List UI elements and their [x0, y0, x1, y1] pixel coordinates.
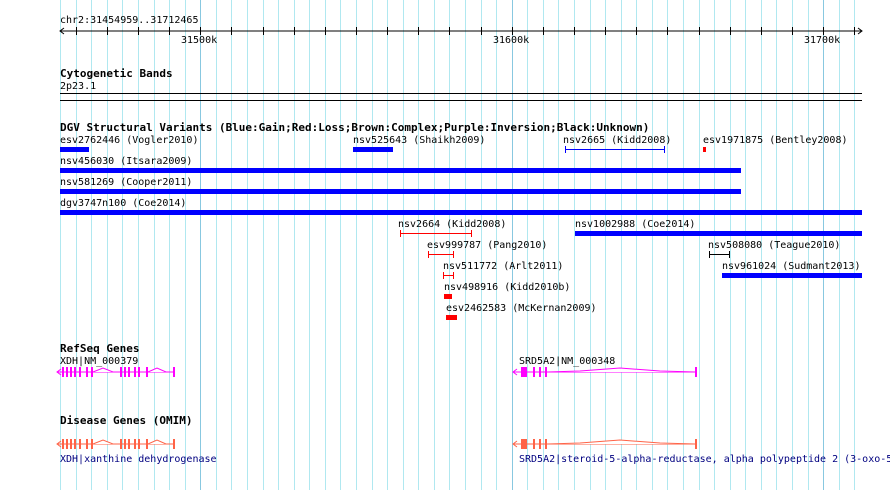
exon [533, 439, 535, 449]
intron-line [547, 367, 696, 373]
intron-line [92, 367, 120, 373]
ruler-axis[interactable] [0, 0, 890, 60]
exon [91, 367, 93, 377]
variant-label: nsv961024 (Sudmant2013) [722, 261, 861, 272]
cytoband-track-title[interactable]: Cytogenetic Bands [60, 67, 173, 80]
gene-label: SRD5A2|NM_000348 [519, 356, 616, 367]
exon [521, 439, 527, 449]
variant-label: esv1971875 (Bentley2008) [703, 135, 848, 146]
variant-gain[interactable] [575, 231, 862, 236]
strand-arrow [512, 440, 518, 448]
exon [134, 367, 136, 377]
variant-label: nsv498916 (Kidd2010b) [444, 282, 571, 293]
variant-gain[interactable] [722, 273, 862, 278]
exon [124, 439, 126, 449]
variant-loss[interactable] [428, 251, 454, 258]
variant-gain[interactable] [60, 168, 741, 173]
exon [62, 439, 64, 449]
exon [146, 367, 148, 377]
exon [521, 367, 527, 377]
variant-label: nsv2664 (Kidd2008) [398, 219, 507, 230]
exon [74, 367, 76, 377]
omim-track-title[interactable]: Disease Genes (OMIM) [60, 414, 193, 427]
exon [70, 439, 72, 449]
exon [124, 367, 126, 377]
refseq-track-title[interactable]: RefSeq Genes [60, 342, 140, 355]
variant-label: nsv2665 (Kidd2008) [563, 135, 672, 146]
cytoband-label: 2p23.1 [60, 81, 97, 92]
dgv-track-title[interactable]: DGV Structural Variants (Blue:Gain;Red:L… [60, 121, 650, 134]
exon [66, 439, 68, 449]
variant-label: nsv456030 (Itsara2009) [60, 156, 193, 167]
cytoband-line [60, 100, 862, 101]
exon [70, 367, 72, 377]
omim-gene-label[interactable]: XDH|xanthine dehydrogenase [60, 454, 217, 465]
exon [91, 439, 93, 449]
variant-label: nsv511772 (Arlt2011) [443, 261, 564, 272]
refseq-gene-models[interactable] [0, 362, 890, 382]
tick-label: 31500k [181, 35, 218, 46]
intron-line [147, 439, 167, 445]
exon [533, 367, 535, 377]
variant-label: esv999787 (Pang2010) [427, 240, 548, 251]
exon [134, 439, 136, 449]
variant-loss[interactable] [400, 230, 472, 237]
variant-gain[interactable] [60, 210, 862, 215]
exon [62, 367, 64, 377]
exon [545, 367, 547, 377]
exon [79, 439, 81, 449]
exon [146, 439, 148, 449]
exon [128, 367, 130, 377]
exon [539, 367, 541, 377]
exon [120, 439, 122, 449]
exon [86, 439, 88, 449]
exon [539, 439, 541, 449]
omim-gene-label[interactable]: SRD5A2|steroid-5-alpha-reductase, alpha … [519, 454, 890, 465]
variant-label: nsv581269 (Cooper2011) [60, 177, 193, 188]
variant-gain[interactable] [60, 189, 741, 194]
variant-loss[interactable] [444, 294, 452, 299]
strand-arrow [56, 440, 62, 448]
exon [74, 439, 76, 449]
variant-label: esv2462583 (McKernan2009) [446, 303, 597, 314]
variant-loss[interactable] [446, 315, 457, 320]
intron-line [547, 439, 696, 445]
variant-label: dgv3747n100 (Coe2014) [60, 198, 187, 209]
variant-gain[interactable] [60, 147, 89, 152]
exon [138, 439, 140, 449]
tick-label: 31700k [804, 35, 841, 46]
variant-label: nsv525643 (Shaikh2009) [353, 135, 486, 146]
variant-unknown[interactable] [709, 251, 730, 258]
strand-arrow [512, 368, 518, 376]
tick-label: 31600k [493, 35, 530, 46]
gene-label: XDH|NM_000379 [60, 356, 139, 367]
omim-gene-models[interactable] [0, 434, 890, 454]
variant-gain[interactable] [565, 146, 665, 153]
exon [545, 439, 547, 449]
exon [86, 367, 88, 377]
intron-line [92, 439, 120, 445]
exon [66, 367, 68, 377]
variant-label: nsv508080 (Teague2010) [708, 240, 841, 251]
variant-gain[interactable] [353, 147, 393, 152]
strand-arrow [56, 368, 62, 376]
variant-label: nsv1002988 (Coe2014) [575, 219, 696, 230]
cytoband-line [60, 93, 862, 94]
exon [128, 439, 130, 449]
variant-loss[interactable] [443, 272, 454, 279]
variant-label: esv2762446 (Vogler2010) [60, 135, 199, 146]
exon [79, 367, 81, 377]
variant-loss[interactable] [703, 147, 706, 152]
region-label: chr2:31454959..31712465 [60, 15, 199, 26]
exon [120, 367, 122, 377]
exon [138, 367, 140, 377]
intron-line [147, 367, 167, 373]
